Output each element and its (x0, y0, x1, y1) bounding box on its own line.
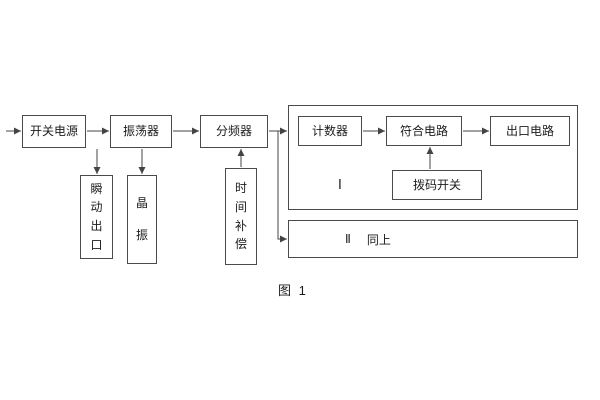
block-crystal: 晶振 (127, 175, 157, 264)
arrow-divider-to-group2 (277, 131, 287, 243)
block-frequency-divider: 分频器 (200, 115, 268, 148)
block-counter-label: 计数器 (311, 123, 348, 138)
block-power-supply: 开关电源 (22, 115, 86, 148)
block-counter: 计数器 (298, 116, 362, 146)
block-instant-output: 瞬动出口 (80, 175, 113, 259)
block-oscillator-label: 振荡器 (122, 124, 159, 139)
block-instant-output-label: 瞬动出口 (90, 181, 103, 252)
block-outlet-circuit-label: 出口电路 (505, 123, 554, 138)
group2-frame: Ⅱ 同上 (288, 220, 578, 258)
group2-numeral: Ⅱ (345, 232, 351, 246)
group2-label: Ⅱ 同上 (289, 221, 577, 257)
block-crystal-label: 晶振 (135, 196, 148, 242)
figure-caption: 图 1 (278, 283, 308, 298)
block-power-supply-label: 开关电源 (29, 124, 78, 139)
block-time-compensation-label: 时间补偿 (234, 181, 247, 252)
block-frequency-divider-label: 分频器 (215, 124, 252, 139)
group2-text: 同上 (366, 232, 391, 247)
block-outlet-circuit: 出口电路 (490, 116, 570, 146)
block-oscillator: 振荡器 (110, 115, 172, 148)
block-coincidence-circuit-label: 符合电路 (399, 123, 448, 138)
group1-numeral: Ⅰ (338, 177, 342, 192)
block-dip-switch: 拨码开关 (392, 170, 482, 200)
block-dip-switch-label: 拨码开关 (412, 177, 461, 192)
block-time-compensation: 时间补偿 (225, 168, 257, 265)
block-coincidence-circuit: 符合电路 (386, 116, 462, 146)
